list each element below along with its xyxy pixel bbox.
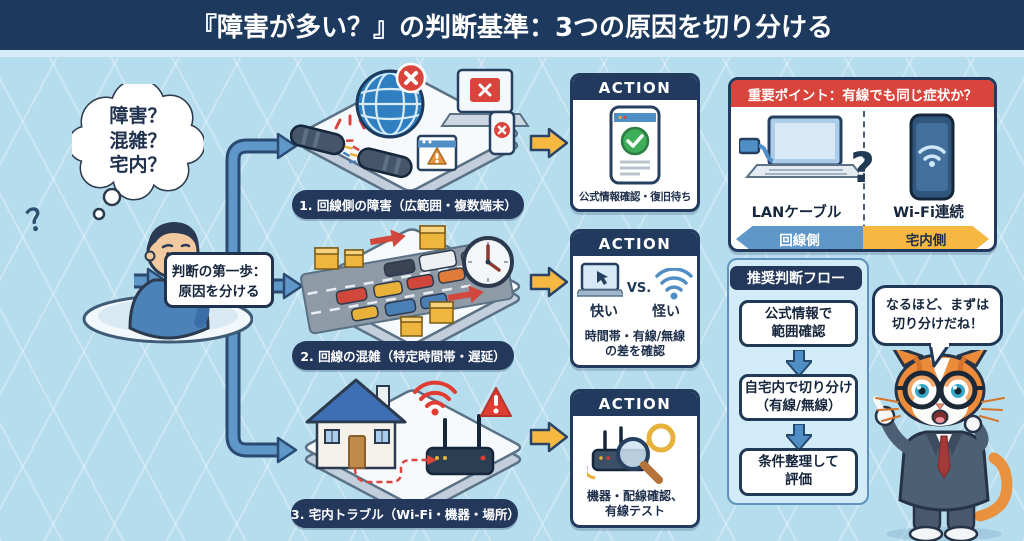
wifi-icon	[655, 268, 693, 300]
comparison-question-mark: ?	[850, 143, 875, 192]
key-point-panel: 重要ポイント：有線でも同じ症状か？ ? LANケーブル	[728, 77, 997, 252]
title-accent-strip	[0, 50, 1024, 57]
router-icon	[425, 414, 495, 476]
down-arrow-icon	[786, 424, 812, 450]
cause-2-label: 2. 回線の混雑（特定時間帯・遅延）	[292, 341, 514, 370]
flow-header: 推奨判断フロー	[730, 266, 862, 290]
router-inspect-icon	[587, 423, 676, 484]
down-arrow-icon	[786, 350, 812, 376]
package-icon	[314, 225, 454, 337]
speech-bubble-tail	[928, 343, 952, 368]
warning-window-icon	[416, 134, 458, 172]
recommended-flow-panel: 推奨判断フロー 公式情報で 範囲確認 自宅内で切り分け （有線/無線） 条件整理…	[727, 258, 869, 505]
page-title: 『障害が多い？』の判断基準：3つの原因を切り分ける	[190, 12, 834, 43]
cause-2-illustration	[300, 225, 521, 357]
laptop-icon	[576, 262, 623, 297]
cat-head	[875, 350, 1005, 427]
suspect-label: 怪い	[652, 304, 680, 320]
line-side-arrow: 回線側	[736, 226, 863, 249]
home-side-arrow: 宅内側	[863, 226, 989, 249]
lan-label: LANケーブル	[751, 205, 842, 221]
house-icon	[305, 378, 407, 470]
action-2-header: ACTION	[573, 232, 697, 256]
wifi-label: Wi-Fi連続	[893, 205, 964, 221]
traffic-jam-icon	[300, 225, 514, 337]
action-box-3: ACTION 機器・配線確認、 有線テスト	[570, 389, 700, 528]
globe-error-icon	[355, 62, 427, 139]
thought-text: 障害？ 混雑？ 宅内？	[109, 105, 167, 177]
vs-label: VS.	[626, 281, 652, 296]
title-bar: 『障害が多い？』の判断基準：3つの原因を切り分ける	[0, 0, 1024, 50]
arrow-to-action-3	[529, 421, 569, 453]
thought-trail-dots	[92, 188, 122, 221]
cause-3-illustration	[304, 378, 522, 518]
flow-step-3: 条件整理して 評価	[739, 448, 858, 496]
arrow-to-action-2	[529, 266, 569, 298]
divider-dashed	[862, 111, 865, 241]
person-question-mark: ？	[23, 199, 61, 240]
action-2-caption: 時間帯・有線/無線 の差を確認	[584, 328, 686, 359]
cable-path	[353, 455, 437, 484]
cause-3-label: 3. 宅内トラブル（Wi-Fi・機器・場所）	[291, 499, 520, 528]
cause-1-illustration	[290, 62, 530, 204]
phone-error-icon	[488, 110, 516, 156]
action-1-header: ACTION	[573, 76, 697, 100]
flow-step-2: 自宅内で切り分け （有線/無線）	[739, 374, 858, 421]
cat-speech-bubble: なるほど、まずは 切り分けだね！	[872, 285, 1003, 346]
arrow-to-action-1	[529, 127, 569, 159]
flow-arrow-red	[447, 285, 484, 304]
action-3-caption: 機器・配線確認、 有線テスト	[586, 488, 683, 519]
lan-laptop-icon	[739, 115, 859, 178]
flow-arrow-red	[369, 229, 406, 248]
wifi-warning-icon	[413, 380, 457, 416]
wifi-phone-icon	[909, 113, 955, 201]
cat-character-icon	[873, 350, 1013, 541]
warning-triangle-icon	[480, 387, 512, 417]
action-3-header: ACTION	[573, 392, 697, 416]
cause-1-label: 1. 回線側の障害（広範囲・複数端末）	[292, 190, 524, 219]
fast-label: 快い	[590, 304, 618, 320]
phone-check-icon	[609, 105, 661, 185]
key-point-header: 重要ポイント：有線でも同じ症状か？	[731, 80, 994, 107]
thought-bubble-icon	[72, 84, 204, 201]
decision-box: 判断の第一歩： 原因を分ける	[164, 252, 274, 308]
action-box-1: ACTION 公式情報確認・復旧待ち	[570, 73, 700, 212]
flow-step-1: 公式情報で 範囲確認	[739, 300, 858, 347]
action-1-caption: 公式情報確認・復旧待ち	[578, 191, 692, 203]
action-box-2: ACTION VS. 快い 怪い 時間帯・有線/無線 の差を確認	[570, 229, 700, 368]
broken-cable-icon	[290, 114, 413, 179]
side-arrows: 回線側 宅内側	[736, 226, 989, 249]
clock-icon	[462, 236, 514, 288]
